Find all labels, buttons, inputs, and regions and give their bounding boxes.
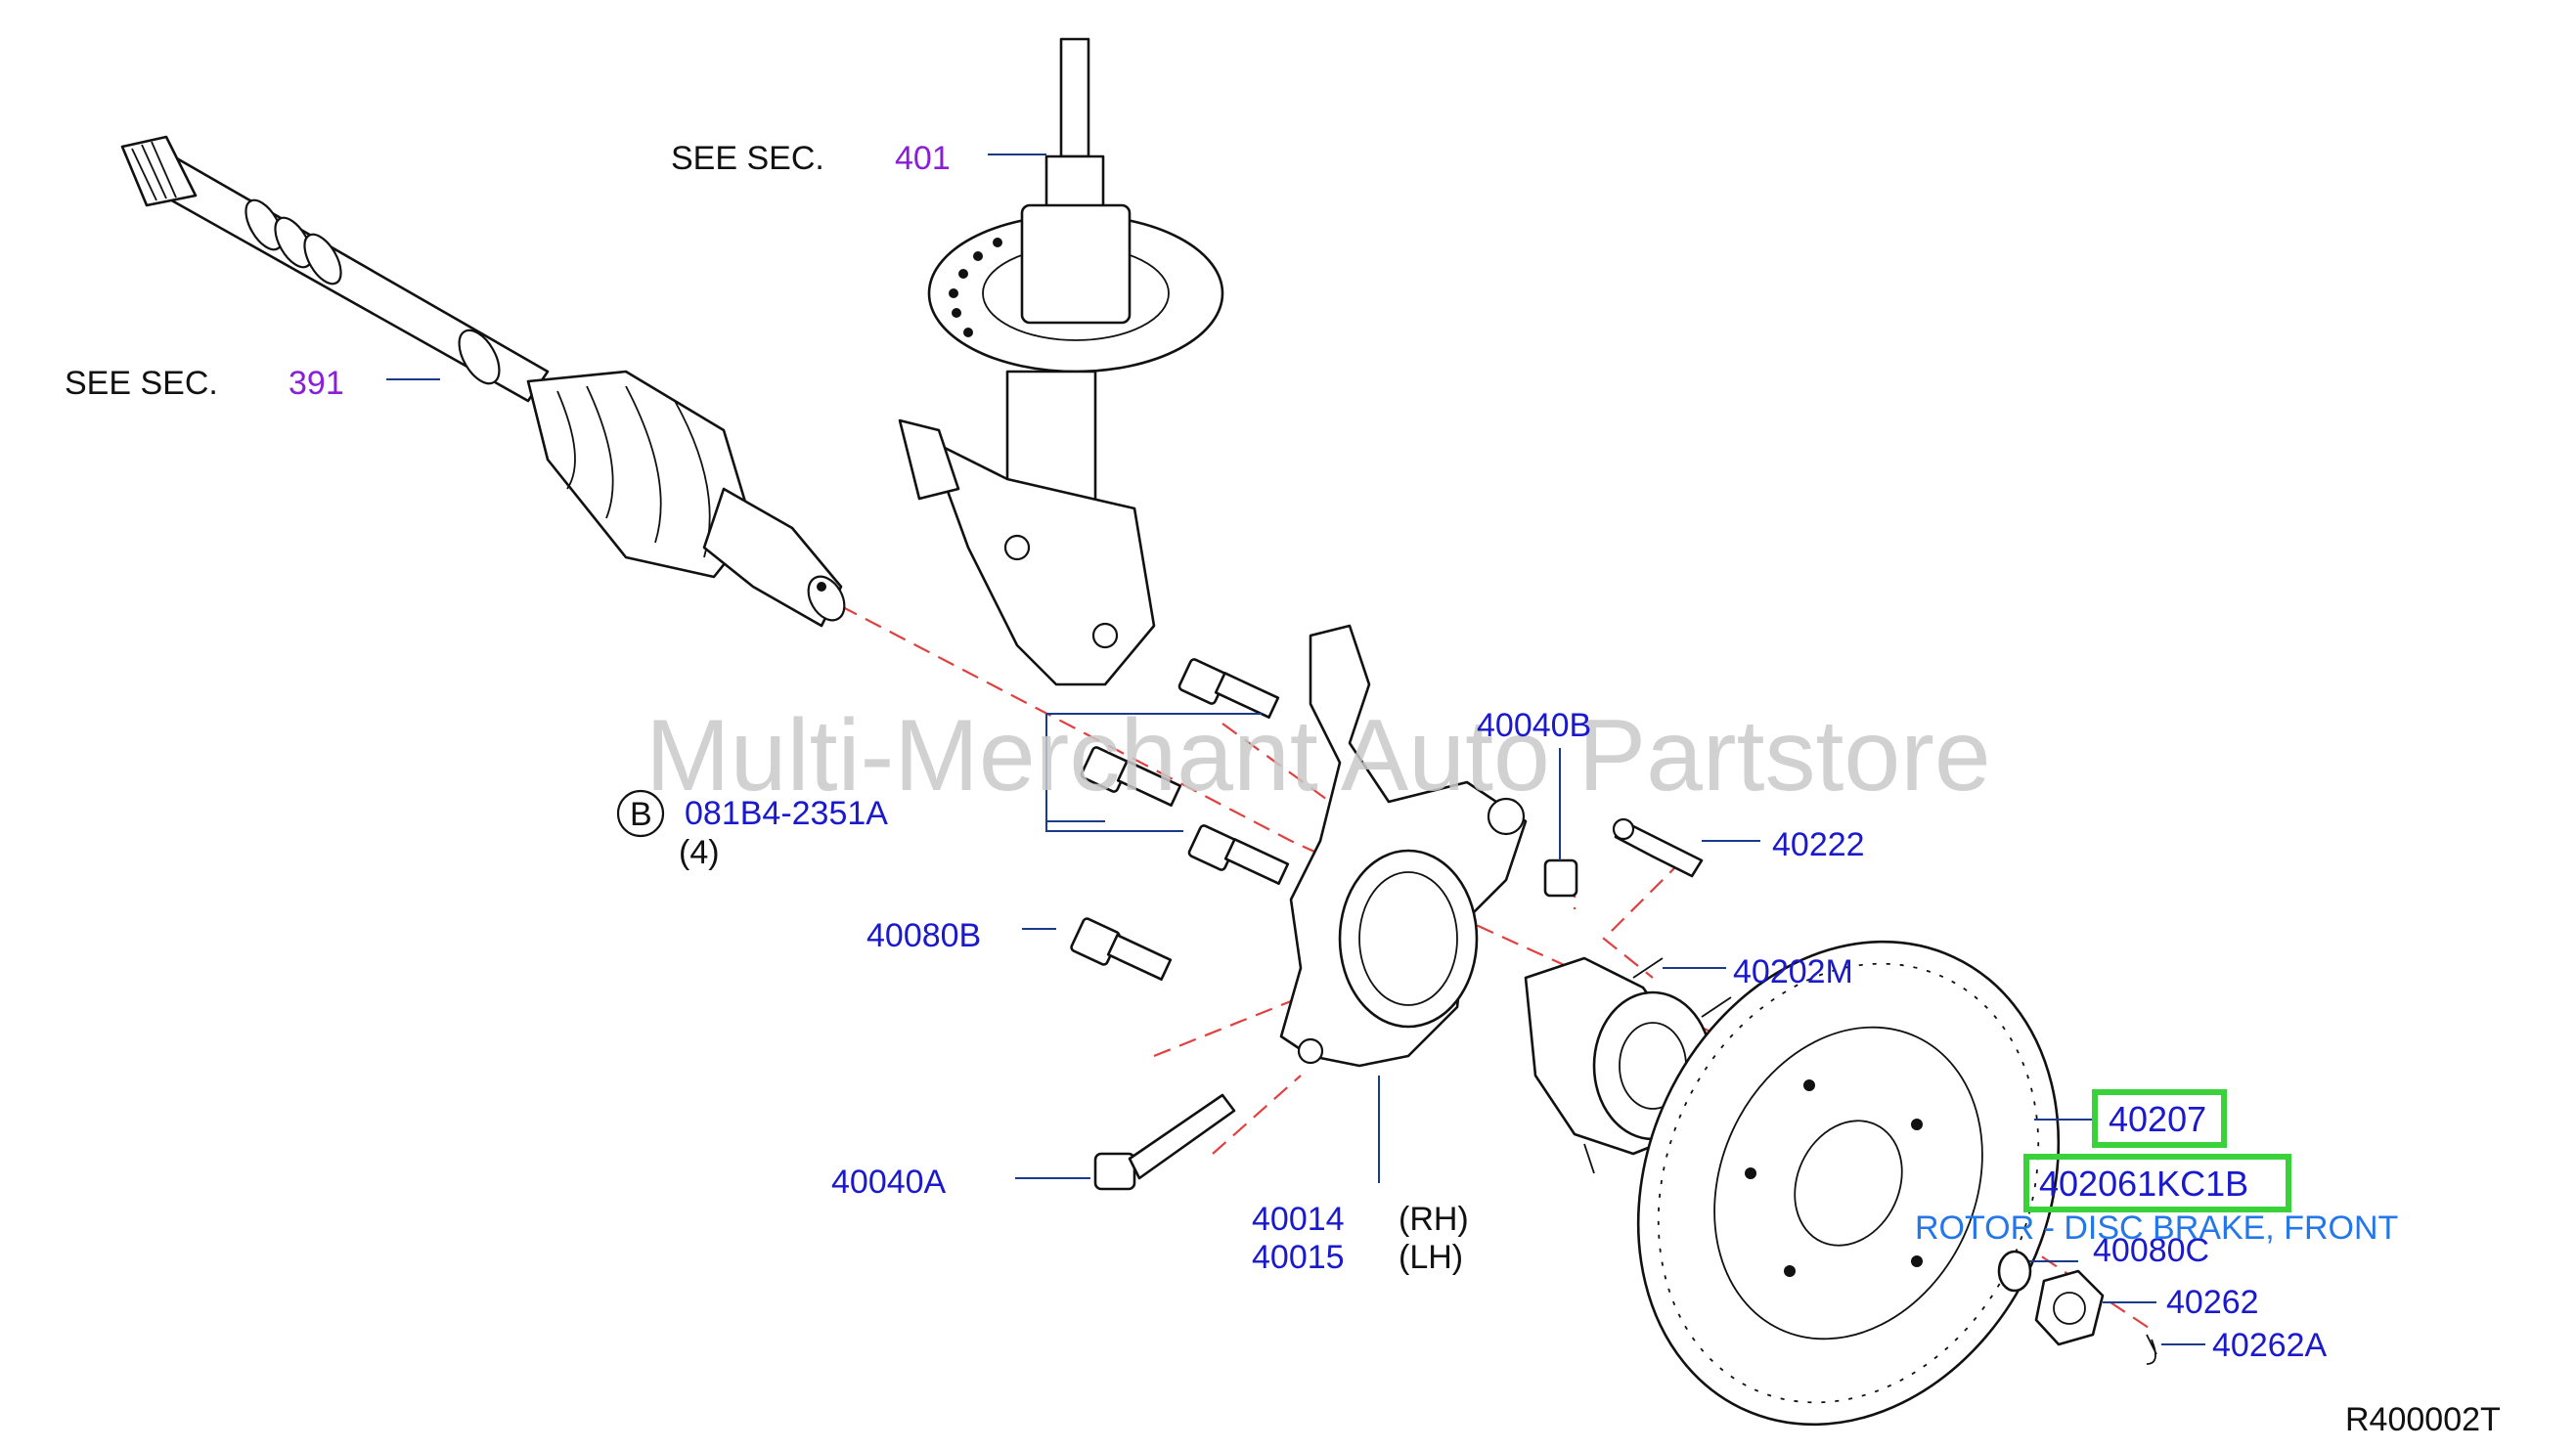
main-centerline [840,605,2153,1331]
nut-40040b [1543,858,1578,898]
knuckle-bore [1338,849,1479,1029]
stud-centerline-40222 [1602,859,1683,979]
bolt-centerline-40040a [1212,1075,1302,1155]
rotor-hat [1713,1026,1983,1341]
strut-brake-clip [898,418,960,501]
bolt-40040a [1093,1093,1236,1191]
part-40080c[interactable]: 40080C [2093,1232,2209,1269]
part-40262a[interactable]: 40262A [2212,1327,2328,1364]
knuckle-bolts [1070,658,1704,1191]
part-40080b[interactable]: 40080B [866,917,981,954]
bolt-40080b [1070,917,1173,981]
knuckle-tie-rod-hole [1487,797,1526,836]
highlight-40207[interactable]: 40207 [2092,1089,2227,1148]
highlight-box-40207 [2092,1089,2227,1148]
highlight-402061kc1b[interactable]: 402061KC1B [2023,1154,2291,1212]
strut-assembly [898,37,1224,686]
diagram-code: R400002T [2345,1401,2501,1438]
part-40262[interactable]: 40262 [2166,1284,2259,1321]
part-40207[interactable]: 40207 [2109,1099,2206,1139]
strut-rod [1059,37,1090,158]
spindle-hardware [1997,1250,2157,1365]
cotter-pin-40262a [2146,1334,2157,1365]
brake-rotor [1636,940,2061,1427]
part-40040b[interactable]: 40040B [1477,707,1591,744]
shaft-cotter-hole [817,582,826,592]
part-40202m[interactable]: 40202M [1733,953,1853,990]
shaft-spline [120,135,198,207]
drive-shaft [120,135,846,628]
part-40040a[interactable]: 40040A [831,1164,947,1201]
rotor-description: ROTOR - DISC BRAKE, FRONT [1915,1209,2398,1247]
nut-40262-bore [2053,1292,2086,1325]
strut-bolt-hole-2 [1091,622,1119,649]
spring-seat-holes [949,238,1002,337]
knuckle-bore-inner [1358,871,1458,1006]
callout-b[interactable]: B 081B4-2351A (4) [616,789,888,871]
see-sec-driveshaft-prefix: SEE SEC. [65,365,218,402]
bolt-upper-3 [1187,824,1290,885]
part-40014-side: (RH) [1399,1201,1469,1238]
steering-knuckle [1279,624,1528,1068]
part-402061kc1b[interactable]: 402061KC1B [2039,1164,2248,1204]
nut-40262 [2034,1269,2105,1346]
leader-lines [386,154,2205,1345]
bolt-upper-2 [1080,746,1182,807]
part-081b4-2351a[interactable]: 081B4-2351A [685,795,888,832]
watermark: Multi-Merchant Auto Partstore [645,699,1991,813]
section-link-391[interactable]: 391 [289,365,344,402]
knuckle-lower-hole [1297,1037,1324,1065]
rotor-center-bore [1794,1120,1903,1247]
shaft-spline-lines [131,141,177,201]
highlight-box-402061kc1b [2023,1154,2291,1212]
see-sec-strut-prefix: SEE SEC. [671,140,824,177]
callout-b-circle [616,789,665,838]
callout-b-quantity: (4) [679,834,720,871]
cv-joint-stub [702,487,843,628]
callout-b-letter: B [630,796,652,833]
stud-40222 [1612,817,1704,878]
section-link-401[interactable]: 401 [895,140,951,177]
part-40015-side: (LH) [1399,1239,1463,1276]
rotor-lug-holes [1745,1079,1923,1277]
part-40015[interactable]: 40015 [1252,1239,1345,1276]
washer-40080c [1997,1250,2032,1293]
bolt-centerline-40080b [1153,995,1302,1058]
part-40014[interactable]: 40014 [1252,1201,1345,1238]
part-40222[interactable]: 40222 [1772,826,1865,863]
strut-cap [1020,203,1132,325]
strut-bolt-hole-1 [1003,534,1031,561]
strut-bracket [927,438,1156,686]
bolt-upper-1 [1177,658,1280,719]
